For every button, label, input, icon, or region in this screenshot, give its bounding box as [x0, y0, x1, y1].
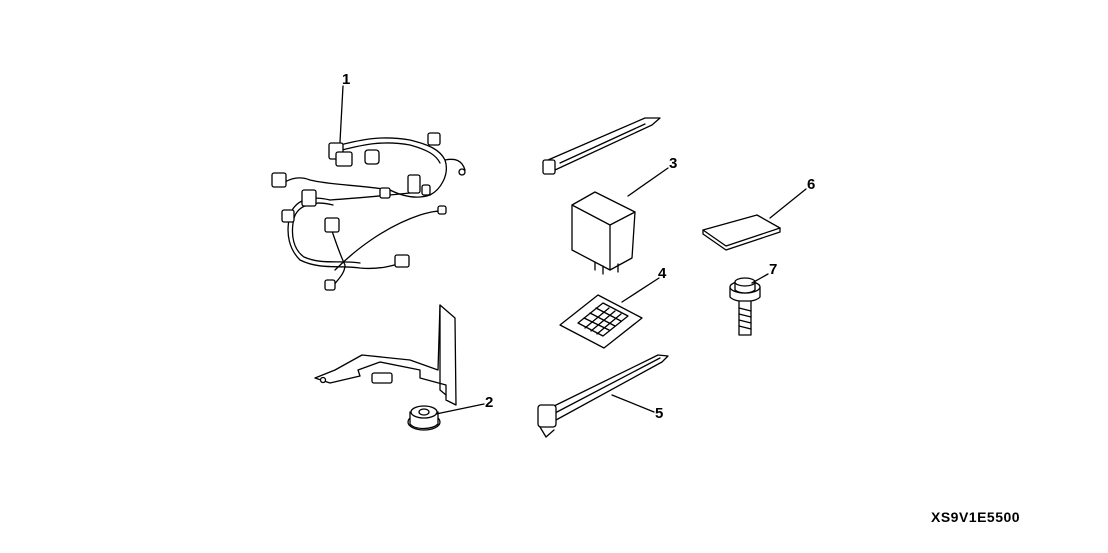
cable-tie[interactable]	[537, 354, 669, 438]
callout-4[interactable]: 4	[658, 265, 667, 282]
callout-2[interactable]: 2	[485, 394, 493, 411]
wire-harness[interactable]	[271, 132, 466, 291]
label-sticker[interactable]	[559, 294, 643, 349]
callout-7[interactable]: 7	[769, 261, 777, 278]
bracket[interactable]	[314, 304, 457, 406]
relay[interactable]	[571, 191, 636, 275]
flange-nut[interactable]	[407, 405, 441, 431]
adhesive-pad[interactable]	[702, 214, 781, 251]
callout-6[interactable]: 6	[807, 176, 815, 193]
callout-1[interactable]: 1	[342, 71, 350, 88]
callout-5[interactable]: 5	[655, 405, 663, 422]
cable-tie-small[interactable]	[542, 117, 661, 175]
flange-bolt[interactable]	[729, 277, 761, 336]
callout-3[interactable]: 3	[669, 155, 677, 172]
diagram-code: XS9V1E5500	[931, 509, 1021, 525]
leader-lines	[339, 85, 807, 415]
